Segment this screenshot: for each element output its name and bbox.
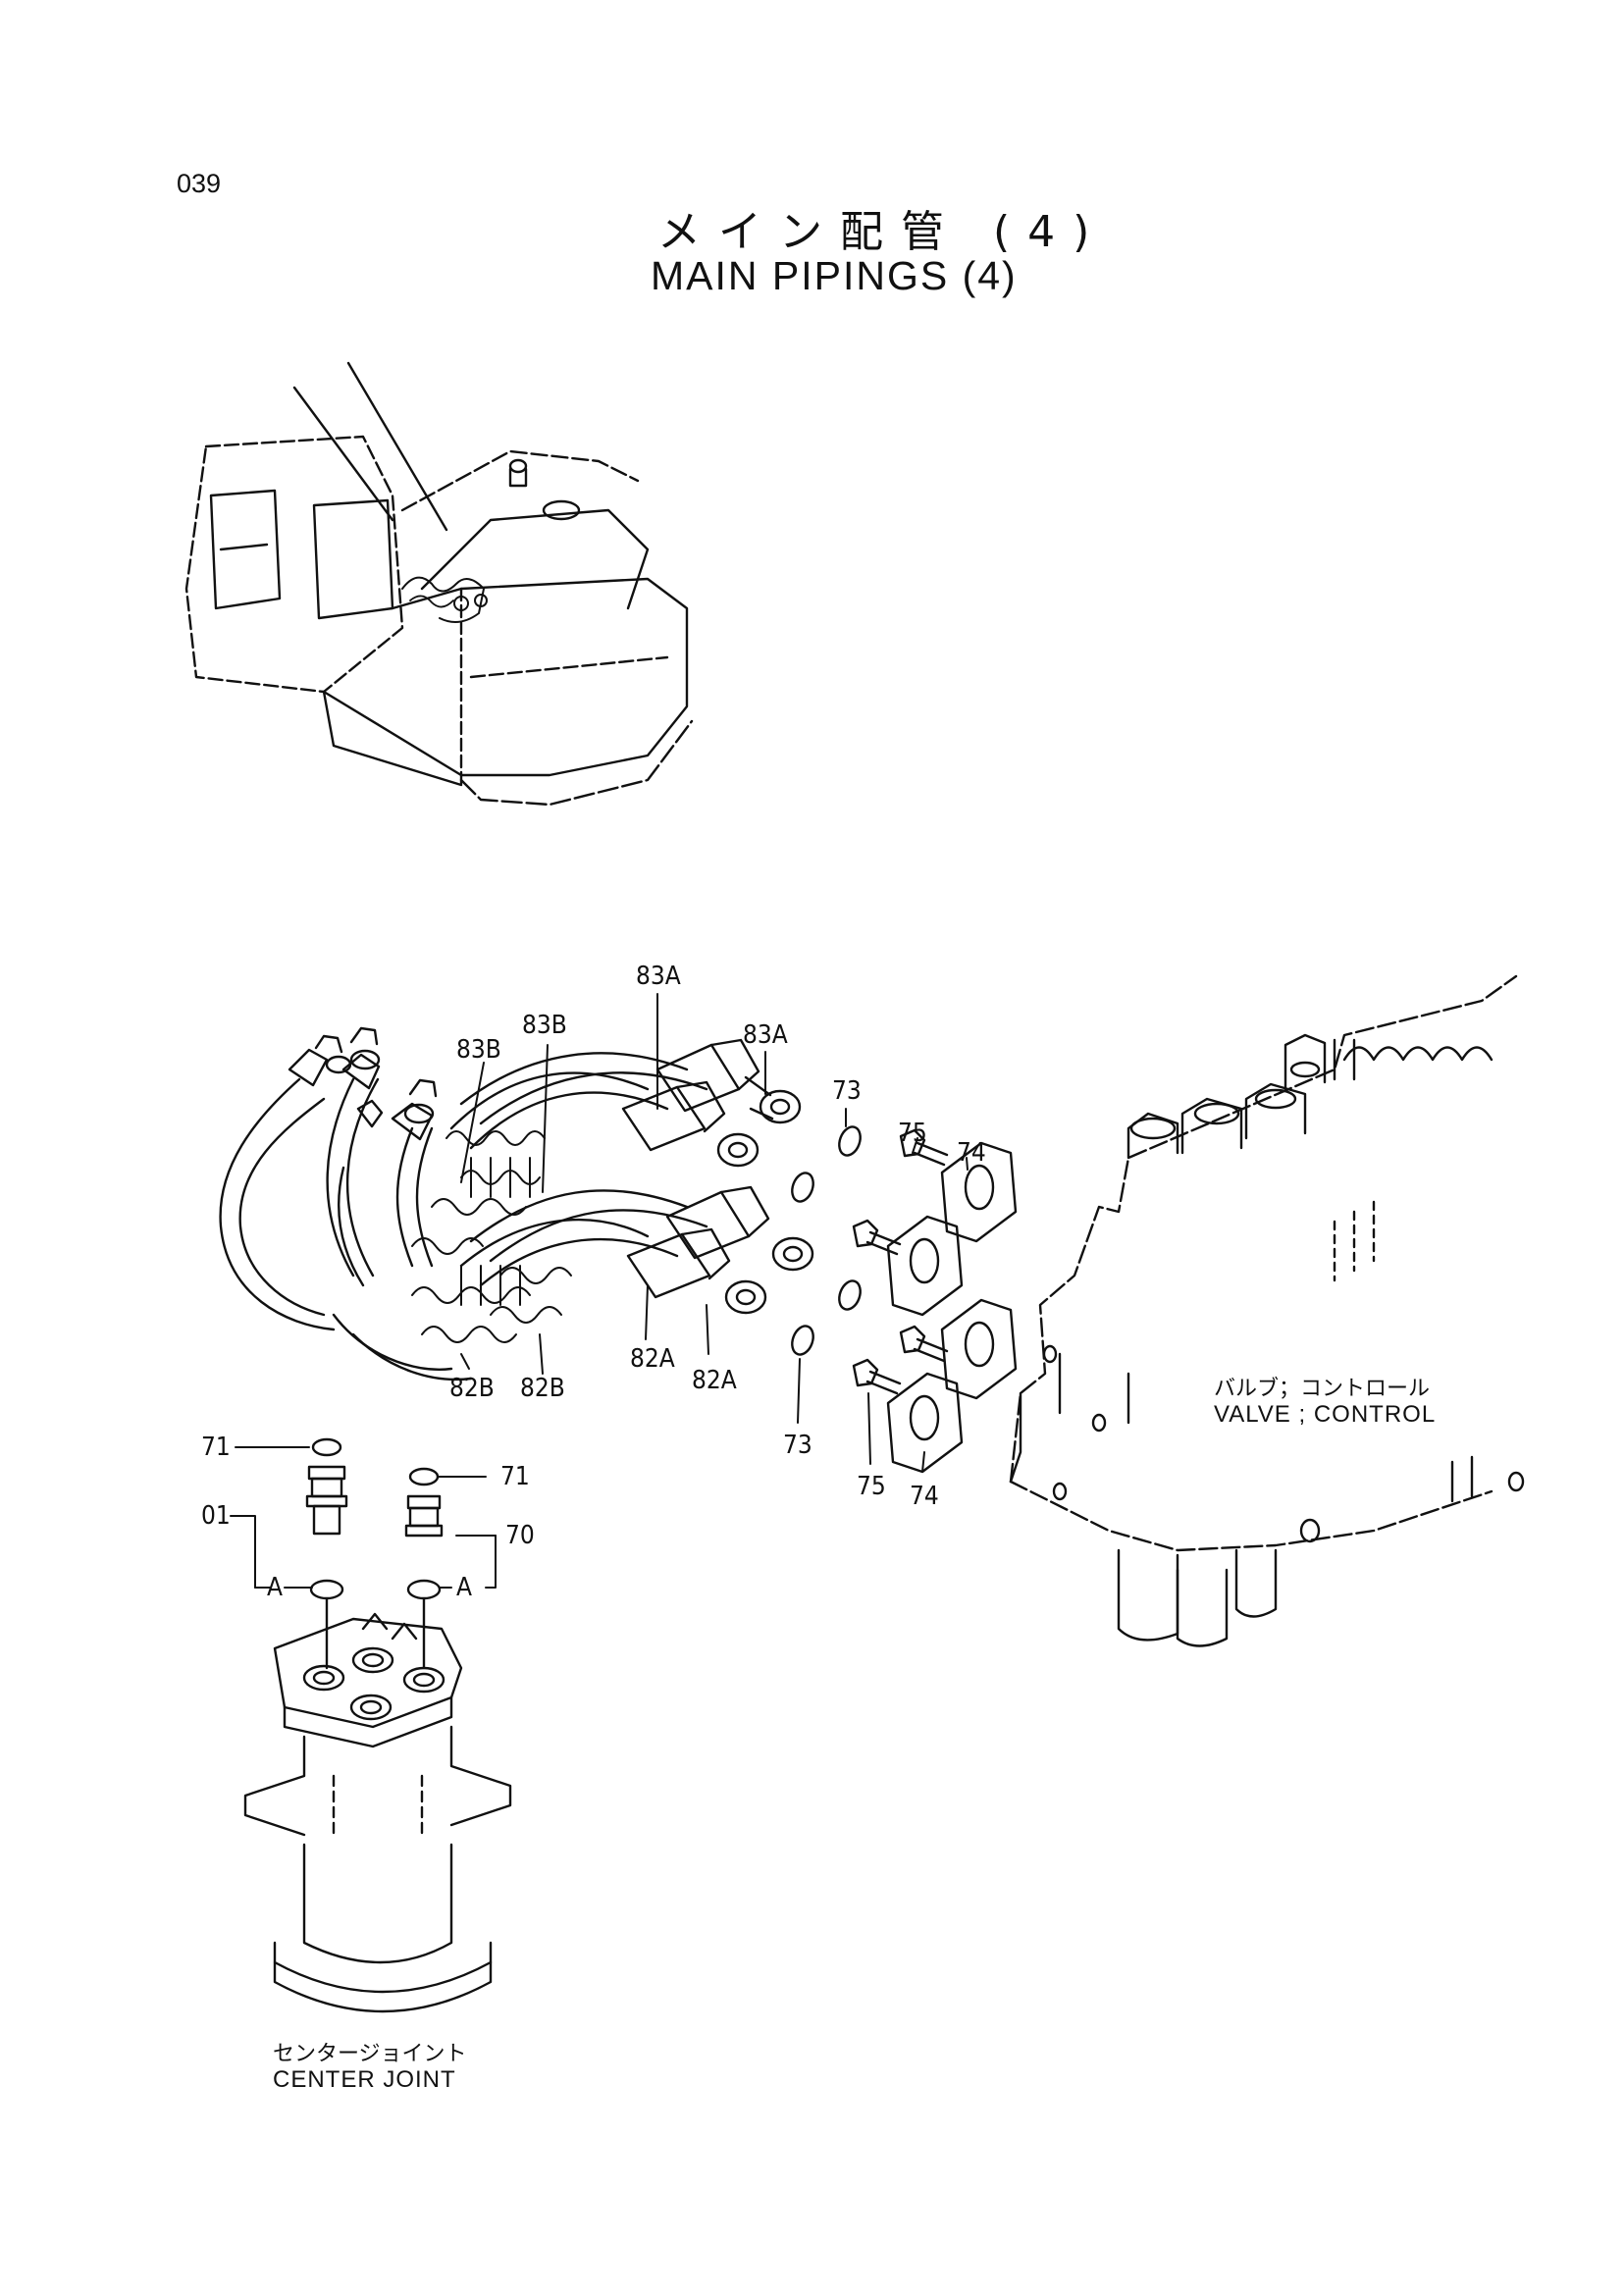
callout-71-left: 71	[201, 1433, 231, 1462]
valve-caption-english: VALVE ; CONTROL	[1214, 1401, 1437, 1428]
leader-lines	[230, 993, 969, 1589]
excavator-overview-illustration	[184, 361, 694, 807]
center-joint-caption-english: CENTER JOINT	[273, 2066, 456, 2093]
callout-74-bottom: 74	[910, 1482, 939, 1511]
page-number: 039	[177, 169, 222, 198]
fitting-01-70-71-illustration	[305, 1437, 444, 1670]
callout-a-left: A	[267, 1573, 283, 1602]
control-valve-illustration	[1009, 974, 1525, 1647]
callout-75-bottom: 75	[857, 1472, 886, 1501]
bolt-75-illustration	[852, 1128, 949, 1395]
center-joint-illustration	[243, 1612, 512, 2013]
callout-82a-right: 82A	[692, 1366, 737, 1395]
callout-83a-right: 83A	[743, 1020, 788, 1050]
callout-83b-right: 83B	[522, 1011, 567, 1040]
page-title-english: MAIN PIPINGS (4)	[651, 253, 1018, 298]
callout-82b-left: 82B	[449, 1374, 495, 1403]
o-ring-73-illustration	[791, 1125, 862, 1356]
valve-caption-japanese: バルブ；コントロール	[1214, 1377, 1431, 1401]
callout-73-bottom: 73	[783, 1431, 812, 1460]
callout-a-right: A	[456, 1573, 472, 1602]
callout-71-right: 71	[500, 1462, 530, 1491]
callout-74-top: 74	[957, 1138, 986, 1168]
page-title-japanese: メイン配管 (4)	[657, 207, 1108, 257]
callout-82a-left: 82A	[630, 1344, 675, 1374]
hose-assembly-illustration	[219, 1026, 814, 1382]
callout-01: 01	[201, 1501, 231, 1531]
callout-73-top: 73	[832, 1076, 862, 1106]
callout-83a-top: 83A	[636, 962, 681, 991]
callout-75-top: 75	[898, 1119, 927, 1148]
center-joint-caption-japanese: センタージョイント	[273, 2042, 467, 2066]
callout-82b-right: 82B	[520, 1374, 565, 1403]
flange-74-illustration	[886, 1141, 1018, 1474]
callout-70: 70	[505, 1521, 535, 1550]
callout-83b-left: 83B	[456, 1035, 501, 1065]
